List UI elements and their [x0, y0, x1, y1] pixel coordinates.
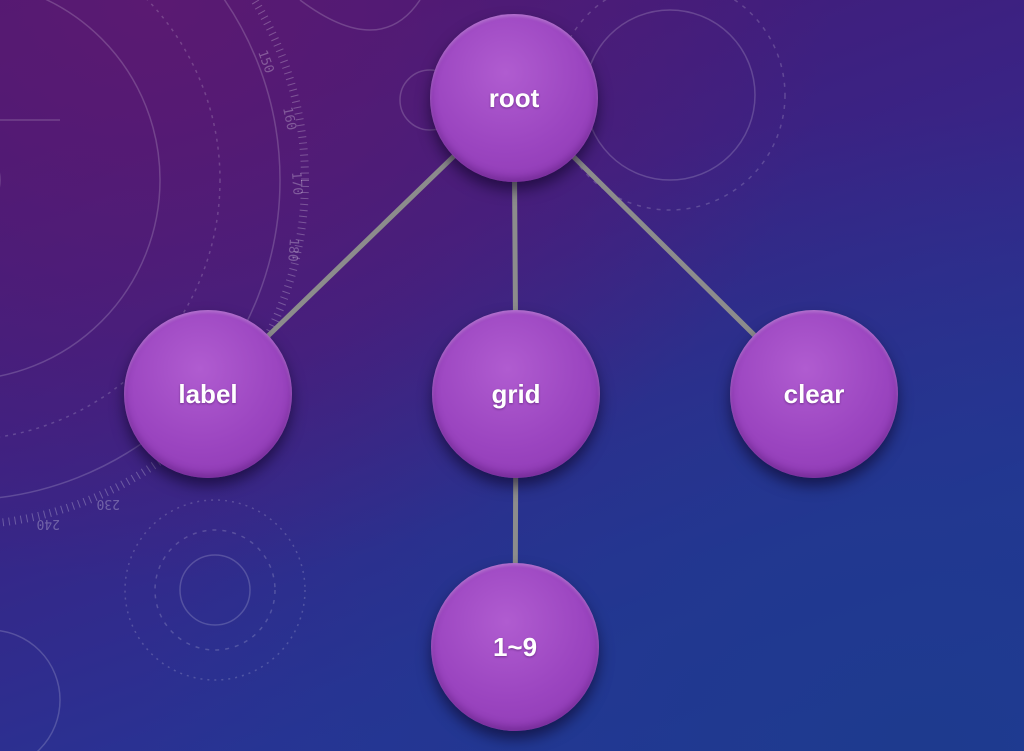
node-label: label [178, 378, 238, 409]
dial-tick-label: 170 [288, 171, 305, 195]
edge-root-label [263, 151, 459, 341]
dial-tick-label: 230 [97, 496, 120, 511]
dial-tick-label: 160 [279, 106, 299, 132]
node-label: grid [491, 378, 541, 409]
dial-tick-label: 240 [37, 516, 60, 531]
node-label: root [488, 82, 540, 113]
edge-root-clear [568, 151, 760, 341]
dial-tick-label: 180 [284, 238, 301, 262]
node-label: 1~9 [492, 631, 538, 662]
edge-root-grid [512, 175, 518, 317]
node-label: clear [783, 378, 845, 409]
node-clear: clear [730, 310, 898, 478]
node-grid: grid [432, 310, 600, 478]
node-digits: 1~9 [431, 563, 599, 731]
node-label-circle: label [124, 310, 292, 478]
node-root: root [430, 14, 598, 182]
